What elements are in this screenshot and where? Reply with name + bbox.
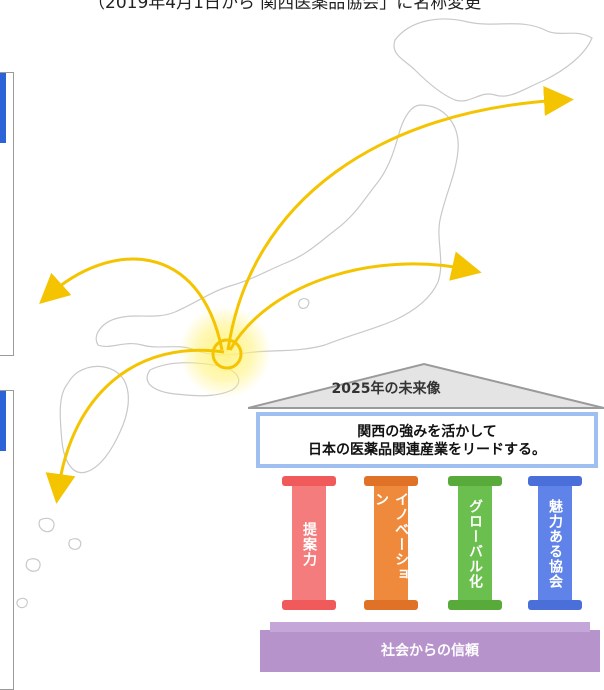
arrow-to-west xyxy=(39,257,224,351)
left-panel-frame-bottom xyxy=(0,390,14,690)
roof-label: 2025年の未来像 xyxy=(331,381,441,397)
kyushu-outline xyxy=(59,365,129,474)
pillar-label: グローバル化 xyxy=(467,499,483,589)
japan-map xyxy=(16,18,593,609)
pillar-label: 提案力 xyxy=(301,521,317,567)
arrow-to-northeast xyxy=(226,86,574,351)
house-roof xyxy=(248,362,604,409)
vision-box: 関西の強みを活かして 日本の医薬品関連産業をリードする。 xyxy=(256,412,598,468)
kansai-ring xyxy=(211,338,243,370)
frame-accent-bar xyxy=(0,391,6,451)
frame-accent-bar xyxy=(0,73,6,143)
hokkaido-outline xyxy=(393,18,593,102)
honshu-outline xyxy=(95,104,459,356)
vision-line-2: 日本の医薬品関連産業をリードする。 xyxy=(308,442,546,458)
foundation-label: 社会からの信頼 xyxy=(381,643,479,659)
vision-line-1: 関西の強みを活かして xyxy=(357,424,497,440)
pillar-label: 魅力ある協会 xyxy=(547,499,563,589)
arrow-to-east xyxy=(228,251,482,351)
foundation: 社会からの信頼 xyxy=(260,622,600,672)
kansai-glow xyxy=(179,306,271,398)
foundation-top xyxy=(270,622,590,632)
header-text: （2019年4月1日から 関西医薬品協会」に名称変更 xyxy=(88,0,482,13)
pillar-label: イノベーション xyxy=(373,492,409,582)
left-panel-frame-top xyxy=(0,72,14,356)
arrow-to-southwest xyxy=(45,348,225,504)
